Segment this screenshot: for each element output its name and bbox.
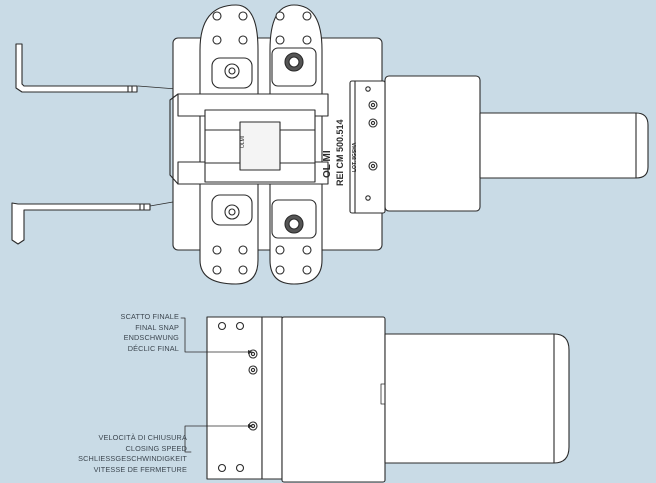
closing-speed-en: CLOSING SPEED [125,443,187,453]
brand-mark: OL MI [322,150,333,178]
final-snap-it: SCATTO FINALE [120,312,179,321]
final-snap-en: FINAL SNAP [135,322,179,332]
side-flange [261,316,283,480]
closing-speed-fr: VITESSE DE FERMETURE [93,464,187,474]
cylinder-rod [479,112,649,179]
center-mark: OLMI [240,136,246,148]
hex-key-top [15,43,138,93]
final-snap-de: ENDSCHWUNG [123,333,179,343]
side-plate [206,316,263,480]
side-rod [384,333,570,464]
cylinder-housing [384,75,481,212]
side-housing [281,316,386,483]
hex-key-bottom [11,202,151,245]
lot-mark: LOT. 8GSHA [352,142,358,172]
screw-holes [212,11,312,275]
leader-final-snap [180,317,249,353]
top-view: OLMI [11,4,649,285]
side-view [180,316,570,483]
closing-speed-de: SCHLIESSGESCHWINDIGKEIT [78,454,187,464]
model-mark: REI CM 500.514 [335,119,345,186]
closing-speed-it: VELOCITÀ DI CHIUSURA [98,433,187,442]
callout-closing-speed: VELOCITÀ DI CHIUSURA CLOSING SPEED SCHLI… [78,433,187,475]
cylinder-flange [349,80,386,214]
leader-closing-speed [184,425,249,453]
final-snap-fr: DÉCLIC FINAL [127,343,179,353]
callout-final-snap: SCATTO FINALE FINAL SNAP ENDSCHWUNG DÉCL… [121,312,179,354]
